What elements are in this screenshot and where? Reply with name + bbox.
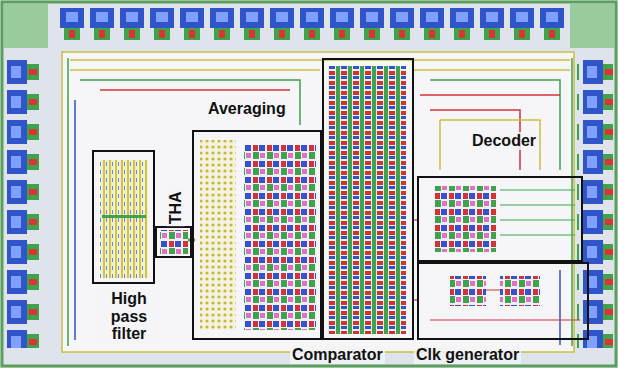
block-label: High pass filter xyxy=(96,290,162,343)
decoder-block: Decoder xyxy=(417,176,583,262)
block-label: Averaging xyxy=(206,100,288,118)
block-label: Decoder xyxy=(470,132,538,150)
block-label: THA xyxy=(166,190,184,227)
filter-block: High pass filter xyxy=(92,150,155,284)
averaging-block: Averaging xyxy=(192,130,322,340)
comparator-block: Comparator xyxy=(322,58,414,340)
clock-block: Clk generator xyxy=(417,262,589,340)
block-label: Comparator xyxy=(290,346,385,364)
tha-block: THA xyxy=(155,226,192,258)
block-label: Clk generator xyxy=(414,346,521,364)
